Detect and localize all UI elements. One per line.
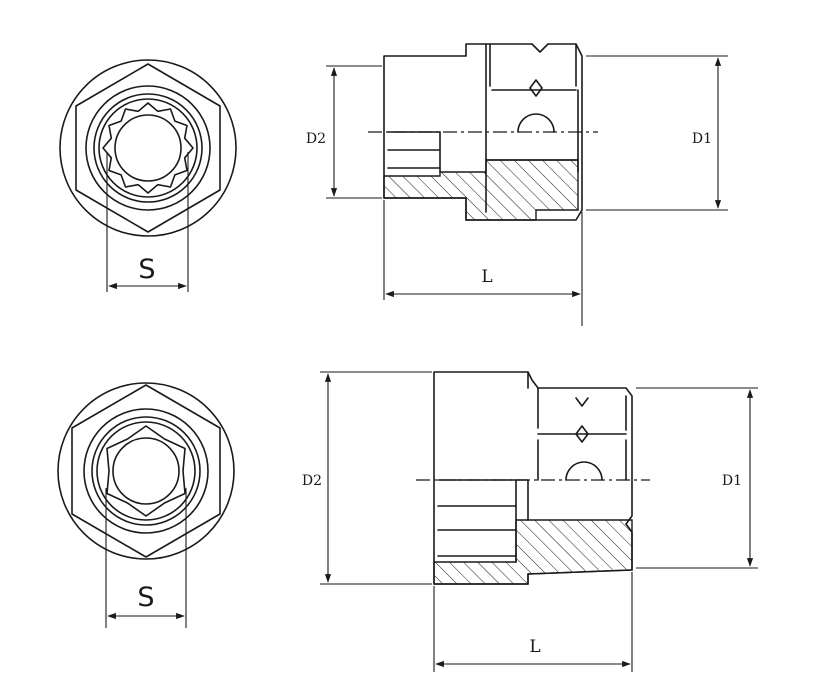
bottom-s-label: S — [137, 582, 154, 613]
top-s-label: S — [138, 254, 155, 285]
bottom-detent-mark — [575, 425, 589, 443]
bottom-d2-label: D2 — [302, 473, 322, 489]
top-l-label: L — [481, 267, 492, 287]
bottom-hatched-section — [433, 519, 633, 585]
bottom-socket: S — [57, 371, 758, 672]
twelve-point-bore — [102, 102, 194, 194]
top-hex-outline — [75, 63, 221, 233]
bottom-side-view: D2 D1 L — [302, 371, 758, 672]
six-point-bore — [106, 425, 186, 517]
top-d1-label: D1 — [692, 131, 712, 147]
bottom-d1-label: D1 — [722, 473, 742, 489]
bottom-hex-outline — [71, 384, 221, 558]
top-end-view: S — [59, 59, 237, 292]
bottom-end-view: S — [57, 382, 235, 628]
top-side-view: D2 D1 L — [306, 43, 728, 326]
bottom-l-label: L — [529, 637, 540, 657]
top-d2-label: D2 — [306, 131, 326, 147]
top-detent-mark — [529, 79, 543, 97]
top-hatched-section — [383, 159, 579, 221]
top-socket: S D2 — [59, 43, 728, 326]
